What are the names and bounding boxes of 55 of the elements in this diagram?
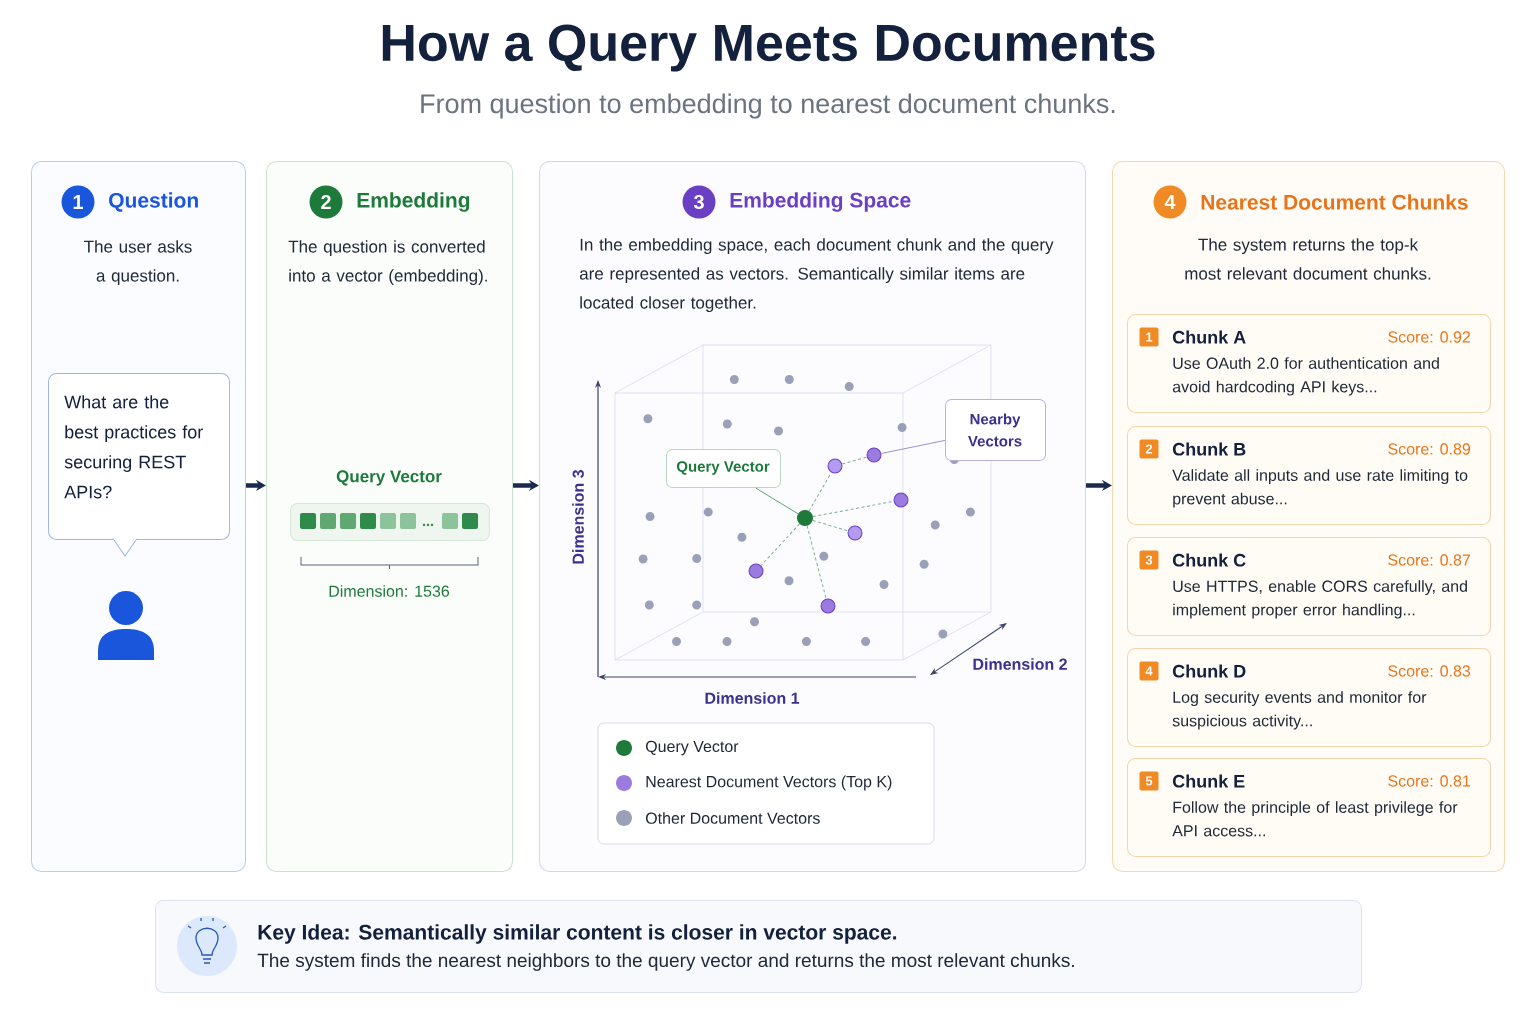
panel-title: Nearest Document Chunks — [1201, 194, 1468, 210]
nearest-point — [827, 458, 843, 474]
nearest-point — [893, 492, 909, 508]
panel-description: In the embedding space, each document chunk and the query are represented as vectors. Semantically similar items are located closer together. — [579, 238, 1054, 313]
chunk-text: Validate all inputs and use rate limiting to prevent abuse... — [1172, 469, 1468, 508]
legend-label: Query Vector — [645, 740, 739, 756]
chunk-text: Use HTTPS, enable CORS carefully, and implement proper error handling... — [1173, 580, 1467, 619]
key-idea-text: The system finds the nearest neighbors to the query vector and returns the most relevant chunks. — [257, 953, 1074, 971]
panel-description: The user asks a question. — [84, 240, 192, 286]
chunk-title: Chunk E — [1172, 774, 1245, 788]
chunk-title: Chunk A — [1172, 330, 1246, 344]
subtitle: From question to embedding to nearest document chunks. — [421, 93, 1115, 119]
connector-line — [806, 525, 827, 600]
score-label: Score: 0.87 — [1388, 554, 1470, 566]
chunk-text: Follow the principle of least privilege for API access... — [1172, 801, 1458, 837]
vector-heading: Query Vector — [336, 470, 442, 486]
step-badge: 3 — [682, 185, 716, 219]
nearest-point — [820, 598, 836, 614]
key-idea-title: Key Idea: Semantically similar content is closer in vector space. — [258, 924, 897, 944]
score-label: Score: 0.81 — [1388, 775, 1470, 787]
score-label: Score: 0.89 — [1388, 443, 1471, 455]
chunk-text: Use OAuth 2.0 for authentication and avoid hardcoding API keys... — [1172, 357, 1439, 396]
step-badge: 2 — [309, 185, 343, 219]
panel-description: The question is converted into a vector (embedding). — [288, 240, 487, 286]
nearest-point — [866, 447, 882, 463]
panel-title: Question — [109, 192, 198, 212]
chunk-title: Chunk C — [1172, 553, 1246, 567]
axis-label: Dimension 1 — [705, 692, 800, 704]
step-badge: 1 — [61, 185, 95, 219]
chunk-title: Chunk D — [1172, 664, 1246, 678]
leader-line — [880, 439, 946, 454]
nearest-point — [748, 563, 764, 579]
panel-title: Embedding Space — [730, 192, 911, 212]
step-badge: 4 — [1153, 185, 1187, 219]
callout-text: Nearby Vectors — [968, 413, 1022, 447]
score-label: Score: 0.92 — [1388, 331, 1470, 343]
axis-label: Dimension 3 — [572, 470, 584, 564]
chunk-title: Chunk B — [1172, 442, 1246, 456]
connector-line — [812, 519, 849, 532]
chunk-text: Log security events and monitor for suspicious activity... — [1172, 691, 1427, 730]
panel-description: The system returns the top-k most relevant document chunks. — [1185, 238, 1431, 280]
axis-label: Dimension 2 — [973, 658, 1067, 670]
callout-text: Query Vector — [676, 461, 770, 475]
dimension-label: Dimension: 1536 — [329, 585, 450, 597]
panel-title: Embedding — [357, 192, 470, 212]
legend-label: Other Document Vectors — [645, 812, 820, 824]
connector-line — [808, 472, 832, 512]
connector-line — [760, 523, 801, 566]
connector-line — [841, 456, 868, 465]
query-point — [797, 510, 813, 526]
score-label: Score: 0.83 — [1388, 665, 1471, 677]
title: How a Query Meets Documents — [382, 24, 1155, 72]
leader-line — [755, 487, 799, 515]
legend-label: Nearest Document Vectors (Top K) — [646, 775, 892, 791]
nearest-point — [847, 525, 863, 541]
